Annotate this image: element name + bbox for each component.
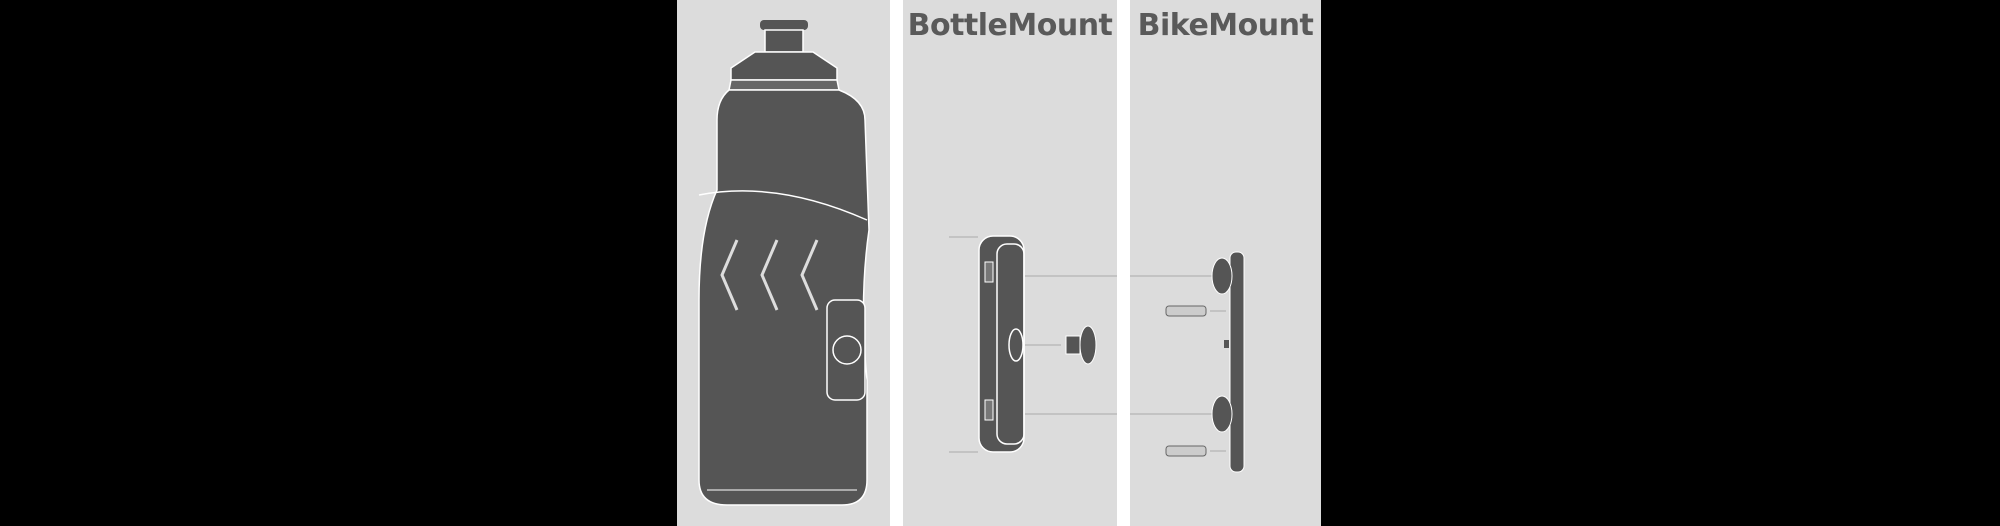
panel-divider xyxy=(890,0,903,526)
bike-mount-title: BikeMount xyxy=(1137,8,1314,43)
bottle-mount-illustration xyxy=(949,235,1117,453)
panel-divider xyxy=(1117,0,1130,526)
bike-mount-illustration xyxy=(1130,251,1245,473)
bottle-mount-title: BottleMount xyxy=(907,8,1113,43)
bottle-panel xyxy=(677,0,890,526)
bike-mount-panel: BikeMount xyxy=(1130,0,1321,526)
bottle-illustration xyxy=(698,20,870,506)
bottle-mount-panel: BottleMount xyxy=(903,0,1117,526)
